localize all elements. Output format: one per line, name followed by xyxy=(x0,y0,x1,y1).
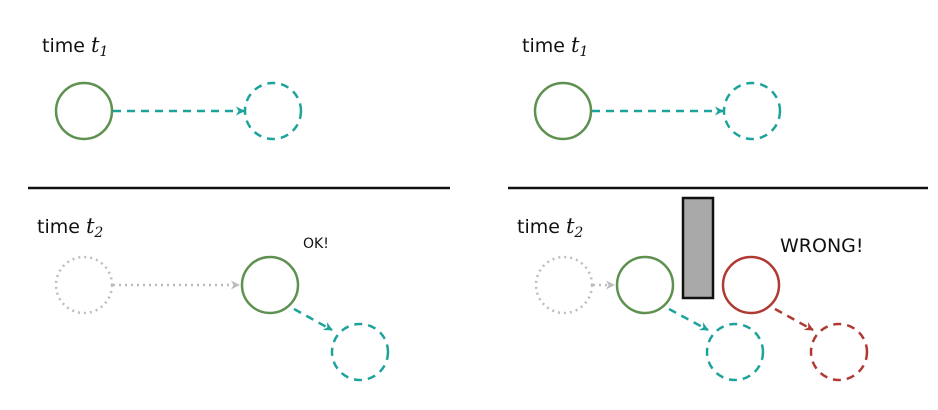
right-bottom-section: time t2 WRONG! xyxy=(517,196,869,382)
left-bottom-section: time t2 OK! xyxy=(37,214,390,382)
time-subscript: 1 xyxy=(579,44,588,60)
right-bottom-predicted-circle xyxy=(705,322,765,382)
time-subscript: 2 xyxy=(93,225,103,241)
time-variable: t xyxy=(571,33,580,57)
time-word: time xyxy=(522,35,571,57)
left-top-current-circle xyxy=(54,81,114,141)
right-top-time-label: time t1 xyxy=(522,33,588,60)
ok-annotation: OK! xyxy=(303,236,329,252)
wrong-prediction-arrow xyxy=(774,307,814,332)
right-bottom-previous-circle xyxy=(534,255,594,315)
wrong-predicted-circle xyxy=(809,322,869,382)
right-panel: time t1 time t2 WRONG! xyxy=(508,33,928,382)
left-bottom-prediction-arrow xyxy=(293,307,333,332)
time-subscript: 1 xyxy=(99,44,108,60)
left-panel: time t1 time t2 OK! xyxy=(28,33,450,382)
wrong-annotation: WRONG! xyxy=(780,235,864,257)
obstacle-block xyxy=(681,196,715,300)
time-variable: t xyxy=(566,214,575,238)
time-word: time xyxy=(42,35,91,57)
right-bottom-current-circle xyxy=(615,255,675,315)
time-word: time xyxy=(517,216,566,238)
left-top-time-label: time t1 xyxy=(42,33,108,60)
left-bottom-current-circle xyxy=(240,255,300,315)
left-bottom-previous-circle xyxy=(54,255,114,315)
left-bottom-predicted-circle xyxy=(330,322,390,382)
left-top-section: time t1 xyxy=(42,33,303,141)
left-bottom-time-label: time t2 xyxy=(37,214,103,241)
time-variable: t xyxy=(86,214,95,238)
left-top-predicted-circle xyxy=(243,81,303,141)
right-top-predicted-circle xyxy=(722,81,782,141)
right-bottom-prediction-arrow xyxy=(668,307,709,332)
right-bottom-time-label: time t2 xyxy=(517,214,583,241)
right-top-section: time t1 xyxy=(522,33,782,141)
right-top-current-circle xyxy=(533,81,593,141)
wrong-current-circle xyxy=(721,255,781,315)
time-word: time xyxy=(37,216,86,238)
time-variable: t xyxy=(91,33,100,57)
time-subscript: 2 xyxy=(573,225,583,241)
